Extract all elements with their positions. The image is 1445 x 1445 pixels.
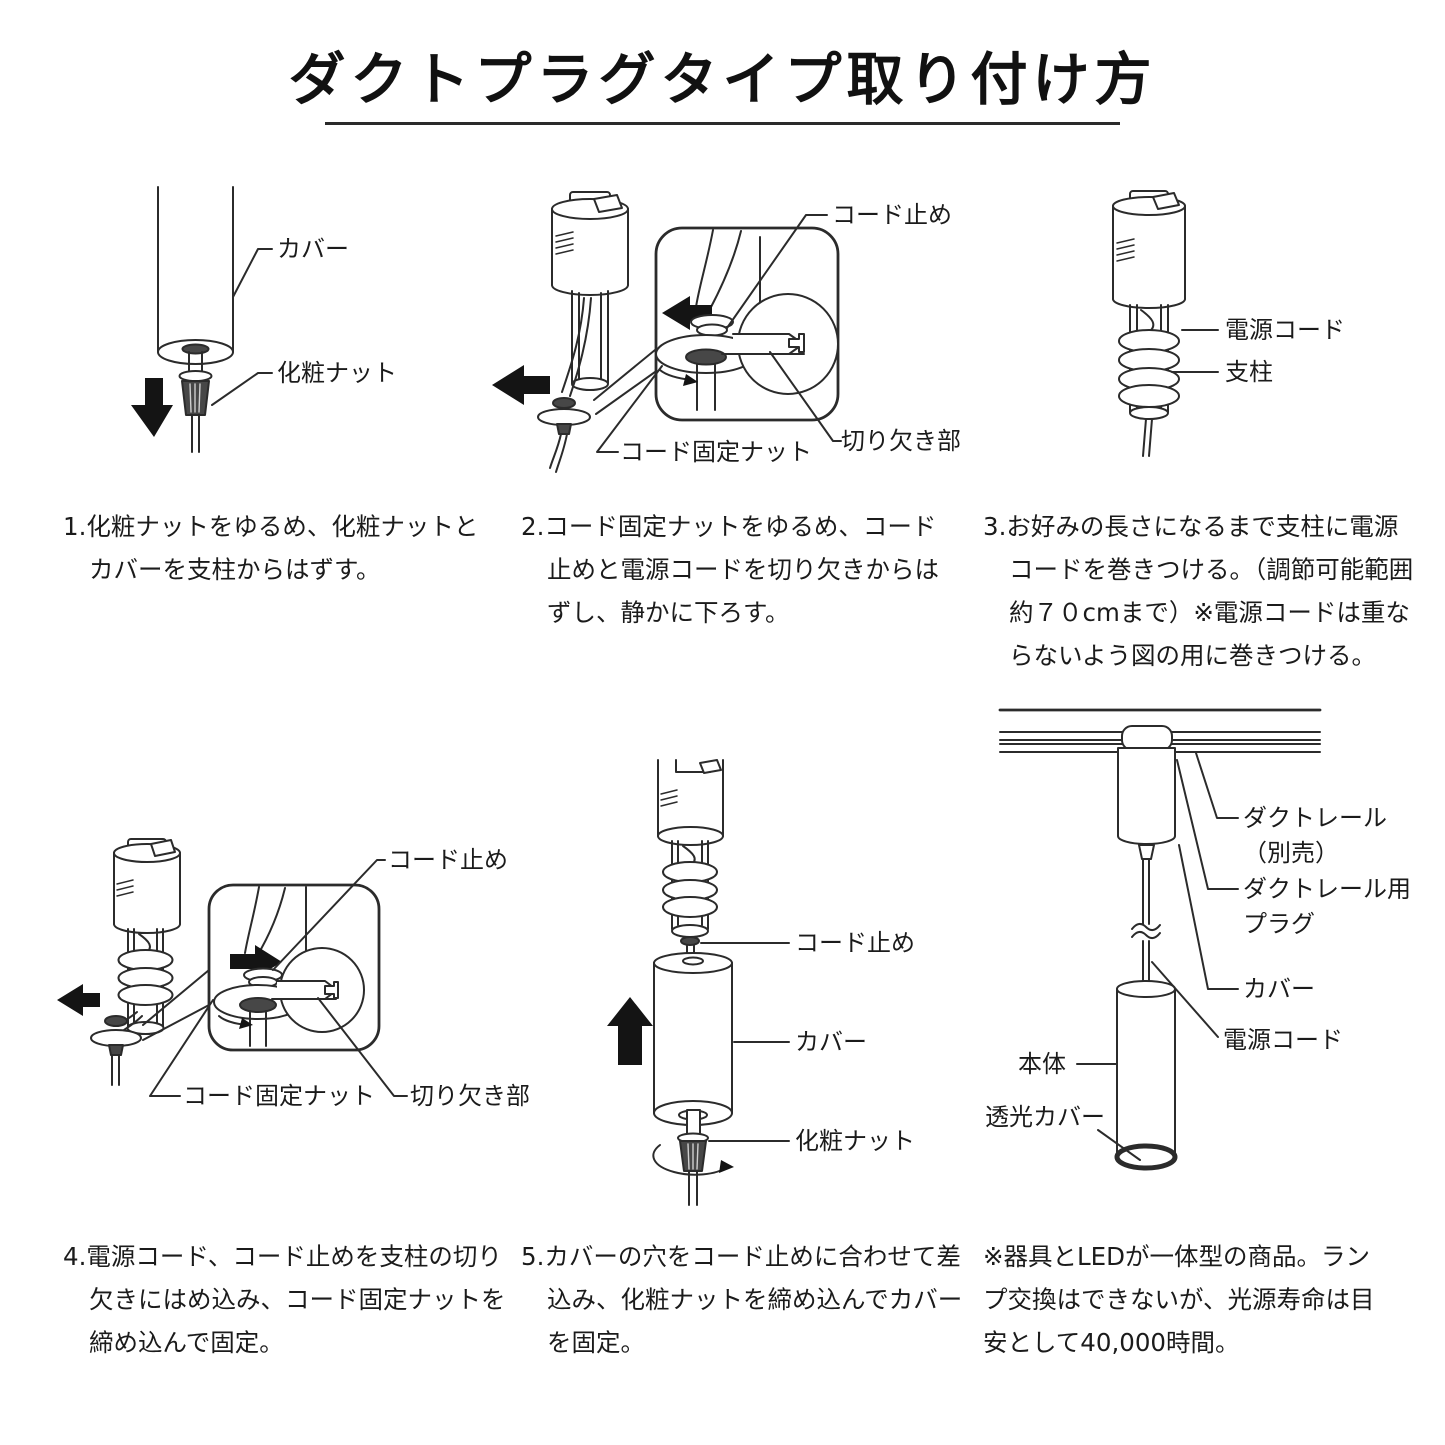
plug-and-cover: [1117, 725, 1176, 860]
step5-panel: コード止め カバー 化粧ナット: [560, 750, 990, 1220]
label-power-cord: 電源コード: [1223, 1026, 1343, 1054]
label-post: 支柱: [1225, 358, 1273, 386]
decorative-nut-shape: [652, 1132, 734, 1206]
decorative-nut-shape: [181, 380, 210, 416]
right-arrow-icon: [230, 945, 282, 978]
step3-diagram: [1112, 190, 1219, 457]
step4-caption: 4.電源コード、コード止めを支柱の切り欠きにはめ込み、コード固定ナットを締め込ん…: [63, 1242, 506, 1357]
left-arrow-icon: [662, 296, 712, 330]
step4-diagram: [57, 838, 408, 1097]
plug-with-coiled-cord: [657, 759, 724, 959]
cover-cylinder: [653, 952, 733, 1139]
label-cord-fixing-nut: コード固定ナット: [183, 1082, 375, 1110]
label-notch: 切り欠き部: [841, 427, 961, 455]
step3-panel: 電源コード 支柱: [1095, 185, 1420, 500]
finished-view-diagram: [998, 708, 1322, 1171]
page-title: ダクトプラグタイプ取り付け方: [288, 47, 1157, 113]
note-caption: ※器具とLEDが一体型の商品。ランプ交換はできないが、光源寿命は目安として40,…: [983, 1242, 1375, 1357]
label-translucent-cover: 透光カバー: [985, 1103, 1105, 1131]
label-decorative-nut: 化粧ナット: [795, 1127, 915, 1155]
label-decorative-nut: 化粧ナット: [277, 359, 397, 387]
label-cord-stopper: コード止め: [795, 929, 915, 957]
label-body: 本体: [1018, 1050, 1066, 1078]
step4-panel: コード止め コード固定ナット 切り欠き部: [50, 820, 600, 1165]
down-arrow-icon: [131, 378, 173, 437]
up-arrow-icon: [607, 997, 653, 1065]
step1-diagram: [131, 186, 273, 453]
label-cord-fixing-nut: コード固定ナット: [620, 438, 812, 466]
left-arrow-icon: [492, 365, 550, 405]
lamp-body: [1114, 980, 1178, 1171]
step2-panel: コード止め 切り欠き部 コード固定ナット: [480, 185, 980, 500]
label-power-cord: 電源コード: [1225, 316, 1345, 344]
label-cord-stopper: コード止め: [388, 846, 508, 874]
post-with-coiled-cord: [1118, 304, 1180, 457]
left-arrow-icon: [57, 984, 100, 1016]
step1-caption: 1.化粧ナットをゆるめ、化粧ナットとカバーを支柱からはずす。: [63, 512, 479, 584]
label-cover: カバー: [795, 1028, 867, 1056]
step5-diagram: [607, 759, 790, 1206]
step3-caption: 3.お好みの長さになるまで支柱に電源コードを巻きつける。（調節可能範囲約７０cm…: [983, 512, 1414, 670]
step1-panel: カバー 化粧ナット: [60, 185, 470, 500]
plug-assembly: [1112, 190, 1186, 309]
cover-cylinder: [157, 186, 234, 365]
label-notch: 切り欠き部: [410, 1082, 530, 1110]
finished-view-panel: ダクトレール （別売） ダクトレール用 プラグ カバー 電源コード 本体 透光カ…: [985, 695, 1420, 1220]
label-cord-stopper: コード止め: [832, 201, 952, 229]
plug-assembly: [537, 191, 629, 473]
plug-assembly: [90, 838, 181, 1086]
label-duct-rail-plug: ダクトレール用 プラグ: [1243, 875, 1411, 938]
inset-detail: [654, 226, 840, 422]
hanging-cord: [1131, 859, 1161, 988]
inset-detail: [207, 883, 381, 1052]
step2-diagram: [492, 191, 842, 473]
title-underline: [325, 122, 1120, 125]
step2-caption: 2.コード固定ナットをゆるめ、コード止めと電源コードを切り欠きからはずし、静かに…: [521, 512, 939, 627]
step5-caption: 5.カバーの穴をコード止めに合わせて差込み、化粧ナットを締め込んでカバーを固定。: [521, 1242, 963, 1357]
label-cover: カバー: [1243, 975, 1315, 1003]
label-cover: カバー: [277, 235, 349, 263]
label-duct-rail: ダクトレール （別売）: [1243, 804, 1387, 867]
